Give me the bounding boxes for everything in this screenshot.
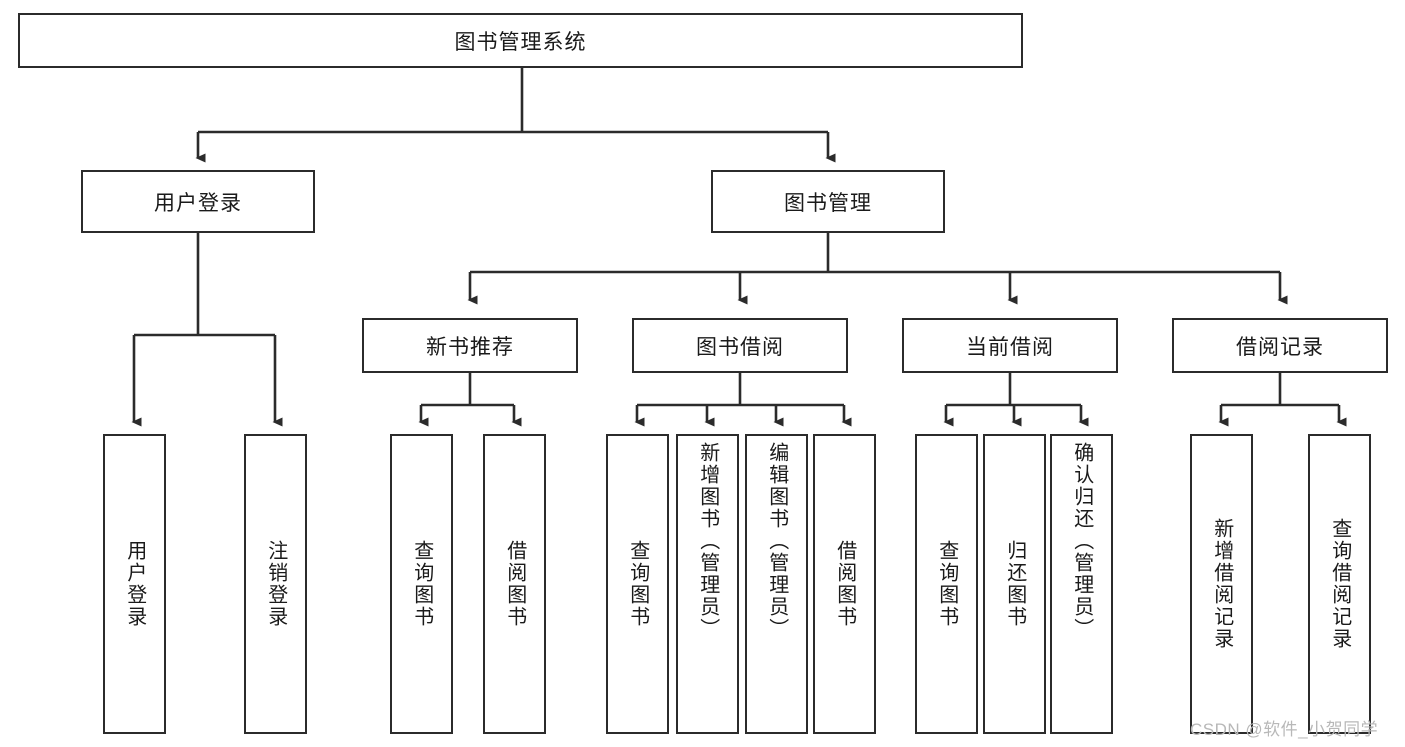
node-leaf-borrow-book-1[interactable]: 借阅图书 bbox=[483, 434, 546, 734]
node-book-borrow[interactable]: 图书借阅 bbox=[632, 318, 848, 373]
node-leaf-query-book-1[interactable]: 查询图书 bbox=[390, 434, 453, 734]
node-leaf-return-book[interactable]: 归还图书 bbox=[983, 434, 1046, 734]
node-leaf-add-record-label: 新增借阅记录 bbox=[1210, 518, 1233, 650]
node-root-label: 图书管理系统 bbox=[454, 30, 587, 54]
node-leaf-query-record[interactable]: 查询借阅记录 bbox=[1308, 434, 1371, 734]
node-borrow-record-label: 借阅记录 bbox=[1236, 335, 1324, 359]
node-current-borrow[interactable]: 当前借阅 bbox=[902, 318, 1118, 373]
node-leaf-query-book-2-label: 查询图书 bbox=[626, 540, 649, 628]
node-leaf-user-login[interactable]: 用户登录 bbox=[103, 434, 166, 734]
node-leaf-add-book-label: 新增图书（管理员） bbox=[696, 442, 719, 640]
csdn-watermark: CSDN @软件_小贺同学 bbox=[1190, 720, 1379, 739]
node-leaf-user-login-label: 用户登录 bbox=[123, 540, 146, 628]
node-leaf-confirm-return[interactable]: 确认归还（管理员） bbox=[1050, 434, 1113, 734]
node-leaf-edit-book[interactable]: 编辑图书（管理员） bbox=[745, 434, 808, 734]
node-leaf-borrow-book-2-label: 借阅图书 bbox=[833, 540, 856, 628]
node-leaf-query-book-3[interactable]: 查询图书 bbox=[915, 434, 978, 734]
node-leaf-user-logout-label: 注销登录 bbox=[264, 540, 287, 628]
node-user-login-label: 用户登录 bbox=[154, 191, 242, 215]
node-leaf-borrow-book-2[interactable]: 借阅图书 bbox=[813, 434, 876, 734]
node-leaf-edit-book-label: 编辑图书（管理员） bbox=[765, 442, 788, 640]
node-leaf-query-record-label: 查询借阅记录 bbox=[1328, 518, 1351, 650]
node-leaf-query-book-2[interactable]: 查询图书 bbox=[606, 434, 669, 734]
node-borrow-record[interactable]: 借阅记录 bbox=[1172, 318, 1388, 373]
node-root[interactable]: 图书管理系统 bbox=[18, 13, 1023, 68]
node-book-borrow-label: 图书借阅 bbox=[696, 335, 784, 359]
node-leaf-query-book-3-label: 查询图书 bbox=[935, 540, 958, 628]
node-leaf-borrow-book-1-label: 借阅图书 bbox=[503, 540, 526, 628]
node-leaf-add-book[interactable]: 新增图书（管理员） bbox=[676, 434, 739, 734]
node-new-book-recommend-label: 新书推荐 bbox=[426, 335, 514, 359]
node-leaf-query-book-1-label: 查询图书 bbox=[410, 540, 433, 628]
node-book-management-label: 图书管理 bbox=[784, 191, 872, 215]
node-leaf-add-record[interactable]: 新增借阅记录 bbox=[1190, 434, 1253, 734]
node-current-borrow-label: 当前借阅 bbox=[966, 335, 1054, 359]
node-book-management[interactable]: 图书管理 bbox=[711, 170, 945, 233]
node-leaf-user-logout[interactable]: 注销登录 bbox=[244, 434, 307, 734]
node-leaf-return-book-label: 归还图书 bbox=[1003, 540, 1026, 628]
node-leaf-confirm-return-label: 确认归还（管理员） bbox=[1070, 442, 1093, 640]
node-new-book-recommend[interactable]: 新书推荐 bbox=[362, 318, 578, 373]
node-user-login[interactable]: 用户登录 bbox=[81, 170, 315, 233]
